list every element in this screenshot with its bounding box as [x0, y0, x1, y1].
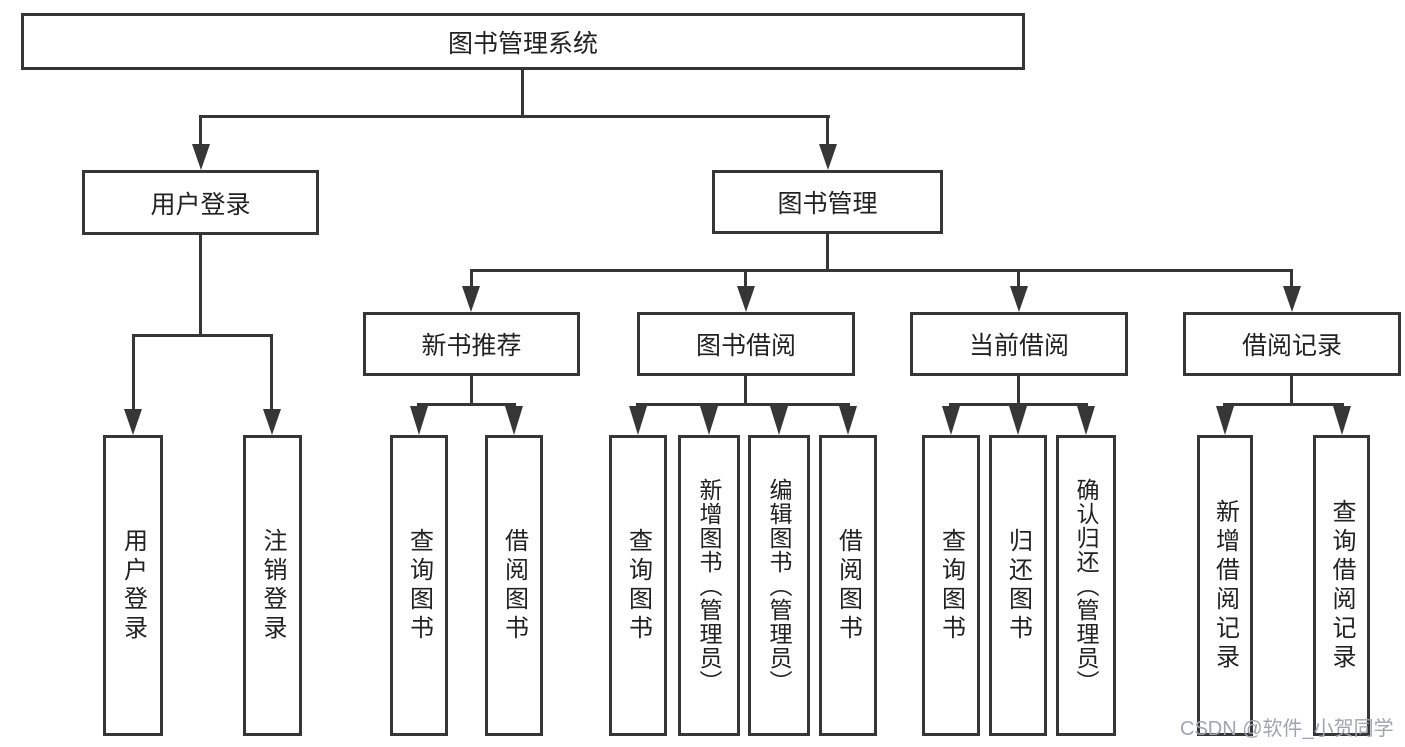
- connector-records-drop: [1290, 271, 1293, 288]
- connector-book-mgmt-drop: [826, 117, 829, 146]
- connector-bookborrow-children-bar: [636, 403, 850, 406]
- arrowhead-leaf-logout: [263, 409, 281, 435]
- connector-level2-bar: [199, 115, 830, 118]
- arrowhead-borrow-books-borrowing: [839, 406, 857, 435]
- node-user-login: 用户登录: [82, 170, 319, 235]
- arrowhead-add-record: [1216, 406, 1234, 435]
- arrowhead-book-mgmt: [819, 144, 837, 170]
- arrowhead-confirm-return: [1077, 406, 1095, 435]
- leaf-query-books-recommend: 查询图书: [390, 435, 448, 736]
- leaf-add-books-admin: 新增图书（管理员）: [678, 435, 740, 736]
- arrowhead-records: [1283, 286, 1301, 312]
- node-borrowing-records: 借阅记录: [1183, 312, 1401, 376]
- connector-newbook-children-bar: [417, 403, 516, 406]
- connector-records-stem: [1290, 376, 1293, 403]
- connector-leaf-logout-drop: [270, 336, 273, 410]
- connector-bookborrow-drop: [744, 271, 747, 288]
- leaf-confirm-return-admin: 确认归还（管理员）: [1056, 435, 1116, 736]
- arrowhead-edit-books: [770, 406, 788, 435]
- connector-level3-bar: [470, 269, 1293, 272]
- leaf-borrow-books-borrowing: 借阅图书: [819, 435, 877, 736]
- leaf-query-borrow-record: 查询借阅记录: [1313, 435, 1370, 736]
- arrowhead-leaf-user-login: [124, 409, 142, 435]
- connector-newbook-drop: [470, 271, 473, 288]
- arrowhead-query-books-current: [942, 406, 960, 435]
- connector-user-children-bar: [132, 334, 273, 337]
- arrowhead-query-record: [1333, 406, 1351, 435]
- connector-root-stem: [521, 69, 524, 118]
- leaf-edit-books-admin: 编辑图书（管理员）: [748, 435, 810, 736]
- leaf-return-books: 归还图书: [989, 435, 1047, 736]
- connector-user-login-stem: [199, 235, 202, 336]
- leaf-query-books-current: 查询图书: [922, 435, 980, 736]
- connector-currentborrow-children-bar: [949, 403, 1088, 406]
- node-new-book-recommendation: 新书推荐: [363, 312, 580, 376]
- connector-leaf-user-login-drop: [132, 336, 135, 410]
- arrowhead-return-books: [1009, 406, 1027, 435]
- leaf-logout: 注销登录: [243, 435, 302, 736]
- connector-book-mgmt-stem: [826, 233, 829, 271]
- connector-records-children-bar: [1223, 403, 1344, 406]
- node-book-management: 图书管理: [712, 170, 943, 234]
- connector-currentborrow-stem: [1017, 376, 1020, 403]
- node-current-borrowing: 当前借阅: [910, 312, 1128, 376]
- node-book-borrowing: 图书借阅: [637, 312, 855, 376]
- arrowhead-bookborrow: [737, 286, 755, 312]
- leaf-borrow-books-recommend: 借阅图书: [485, 435, 543, 736]
- connector-bookborrow-stem: [744, 376, 747, 403]
- csdn-watermark: CSDN @软件_小贺同学: [1180, 718, 1394, 740]
- arrowhead-user-login: [192, 144, 210, 170]
- arrowhead-borrow-books-recommend: [505, 406, 523, 435]
- connector-user-login-drop: [199, 117, 202, 146]
- connector-newbook-stem: [470, 376, 473, 403]
- node-library-management-system: 图书管理系统: [21, 13, 1025, 70]
- arrowhead-newbook: [462, 286, 480, 312]
- leaf-user-login: 用户登录: [103, 435, 163, 736]
- leaf-query-books-borrowing: 查询图书: [609, 435, 667, 736]
- arrowhead-query-books-borrowing: [629, 406, 647, 435]
- arrowhead-add-books: [700, 406, 718, 435]
- arrowhead-query-books-recommend: [410, 406, 428, 435]
- connector-currentborrow-drop: [1017, 271, 1020, 288]
- leaf-add-borrow-record: 新增借阅记录: [1197, 435, 1253, 736]
- arrowhead-currentborrow: [1010, 286, 1028, 312]
